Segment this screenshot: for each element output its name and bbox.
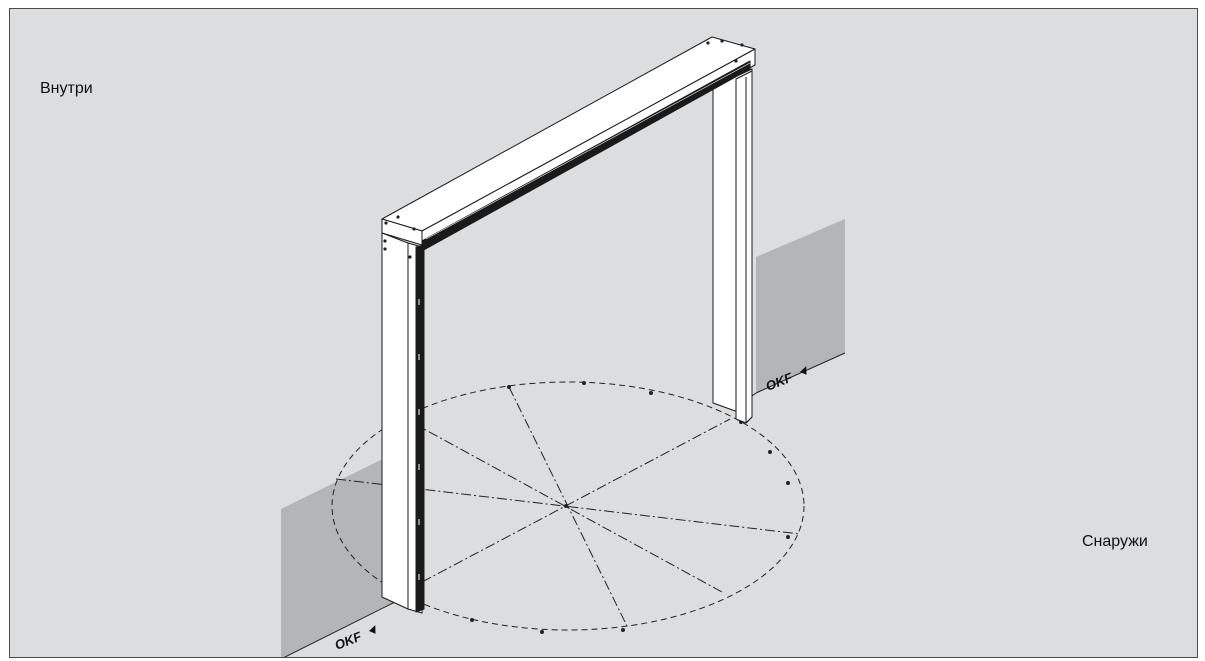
left-wall-panel	[281, 452, 398, 657]
right-door-post	[712, 68, 753, 424]
inside-label: Внутри	[40, 80, 93, 97]
left-door-post	[381, 232, 425, 614]
right-wall-panel	[747, 219, 846, 400]
door-frame-diagram: OKF OKF	[281, 36, 846, 657]
okf-label-left: OKF	[333, 628, 365, 653]
diagram-frame: OKF OKF Внутри Снаружи	[9, 8, 1198, 658]
outside-label: Снаружи	[1082, 533, 1148, 550]
top-beam	[381, 36, 756, 252]
